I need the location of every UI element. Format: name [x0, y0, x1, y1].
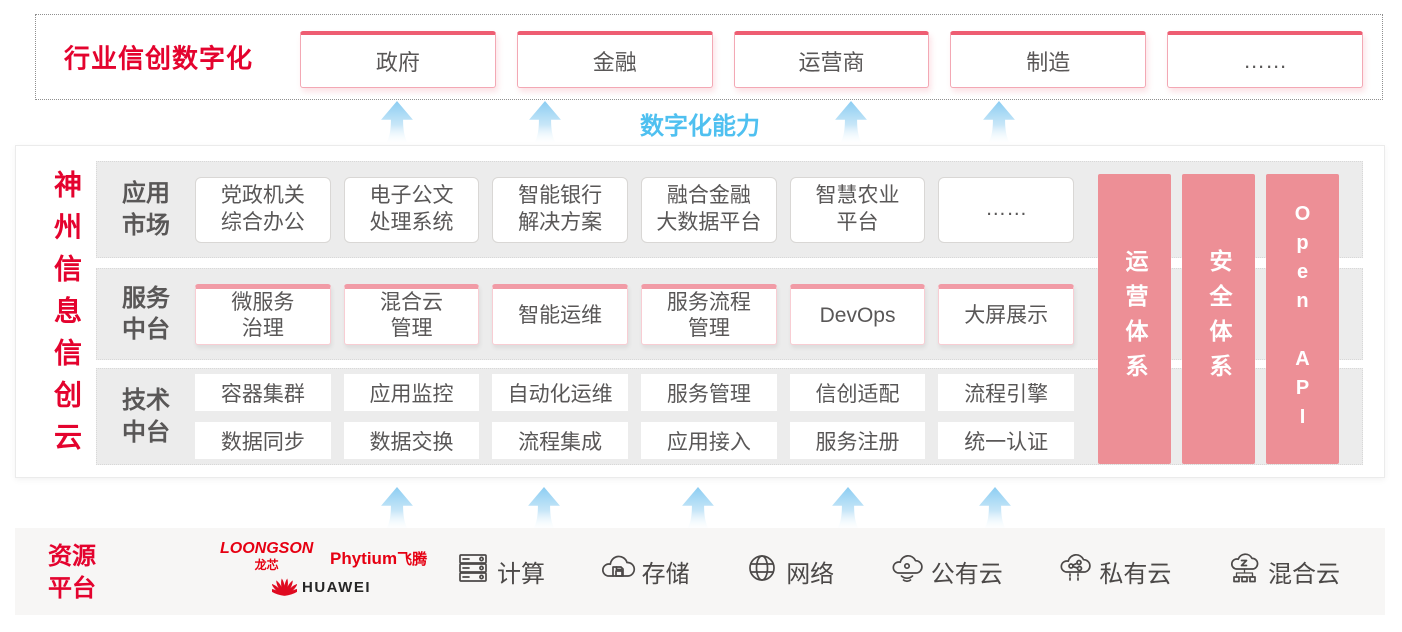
up-arrow	[682, 487, 714, 531]
service-box: DevOps	[789, 283, 926, 345]
up-arrow	[983, 101, 1015, 145]
layer-service-platform: 服务 中台 微服务 治理 混合云 管理 智能运维 服务流程 管理 DevOps …	[96, 268, 1363, 360]
resource-label-hybrid-cloud: 混合云	[1267, 561, 1340, 588]
service-box: 微服务 治理	[195, 283, 331, 345]
loongson-logo: LOONGSON 龙芯	[220, 540, 314, 572]
sector-finance: 金融	[516, 31, 713, 88]
sidebar-open-api: Open API	[1266, 174, 1339, 464]
capability-label: 数字化能力	[640, 113, 760, 140]
tech-box: 容器集群	[195, 374, 331, 411]
resource-compute: 计算	[455, 551, 545, 592]
resource-label-storage: 存储	[641, 561, 690, 588]
sector-manufacturing: 制造	[950, 31, 1147, 88]
up-arrow	[528, 487, 560, 531]
up-arrow	[381, 101, 413, 145]
resource-platform-label: 资源 平台	[48, 543, 96, 603]
layer-label-app-market: 应用 市场	[122, 180, 170, 239]
phytium-logo: Phytium飞腾	[330, 548, 427, 569]
huawei-flower-icon	[272, 578, 297, 596]
tech-box: 信创适配	[789, 374, 926, 411]
app-box: 融合金融 大数据平台	[641, 176, 777, 243]
tech-box: 应用监控	[343, 374, 480, 411]
public-cloud-icon	[889, 551, 925, 592]
resource-storage: 存储	[600, 551, 690, 592]
resource-platform-panel: 资源 平台 LOONGSON 龙芯 Phytium飞腾	[15, 528, 1385, 615]
tech-box: 统一认证	[938, 422, 1075, 459]
tech-box: 流程集成	[492, 422, 629, 459]
resource-private-cloud: 私有云	[1057, 551, 1171, 592]
layer-app-market: 应用 市场 党政机关 综合办公 电子公文 处理系统 智能银行 解决方案 融合金融…	[96, 161, 1363, 258]
vendor-logos: LOONGSON 龙芯 Phytium飞腾	[220, 536, 480, 606]
tech-line-2: 数据同步 数据交换 流程集成 应用接入 服务注册 统一认证	[195, 422, 1075, 459]
resource-label-public-cloud: 公有云	[930, 561, 1003, 588]
sector-strip: 政府 金融 运营商 制造 ……	[300, 31, 1363, 88]
sidebar-security-label: 安全体系	[1206, 249, 1232, 389]
industry-banner-title: 行业信创数字化	[64, 43, 254, 74]
compute-icon	[455, 551, 491, 592]
storage-icon	[600, 551, 636, 592]
platform-vertical-title: 神州信息信创云	[51, 170, 82, 464]
tech-box: 服务管理	[641, 374, 777, 411]
resource-label-private-cloud: 私有云	[1099, 561, 1172, 588]
resource-label-network: 网络	[786, 561, 835, 588]
tech-line-1: 容器集群 应用监控 自动化运维 服务管理 信创适配 流程引擎	[195, 374, 1075, 411]
app-box: 电子公文 处理系统	[343, 176, 480, 243]
tech-box: 应用接入	[641, 422, 777, 459]
industry-banner: 行业信创数字化 政府 金融 运营商 制造 ……	[35, 14, 1383, 100]
hybrid-cloud-icon	[1226, 551, 1262, 592]
resource-hybrid-cloud: 混合云	[1226, 551, 1340, 592]
layer-label-service: 服务 中台	[122, 284, 170, 343]
service-box: 混合云 管理	[343, 283, 480, 345]
up-arrow	[835, 101, 867, 145]
resource-network: 网络	[744, 551, 834, 592]
layer-label-tech: 技术 中台	[122, 387, 170, 446]
up-arrow	[381, 487, 413, 531]
app-box: 党政机关 综合办公	[195, 176, 331, 243]
app-box: 智慧农业 平台	[789, 176, 926, 243]
sector-more: ……	[1167, 31, 1363, 88]
up-arrow	[529, 101, 561, 145]
service-boxes: 微服务 治理 混合云 管理 智能运维 服务流程 管理 DevOps 大屏展示	[195, 283, 1075, 345]
private-cloud-icon	[1057, 551, 1093, 592]
service-box: 智能运维	[492, 283, 629, 345]
up-arrow	[832, 487, 864, 531]
tech-boxes: 容器集群 应用监控 自动化运维 服务管理 信创适配 流程引擎 数据同步 数据交换…	[195, 374, 1075, 459]
up-arrow	[979, 487, 1011, 531]
phytium-sub: 飞腾	[397, 551, 428, 568]
huawei-logo: HUAWEI	[272, 576, 371, 599]
huawei-name: HUAWEI	[302, 579, 371, 596]
app-box: 智能银行 解决方案	[492, 176, 629, 243]
resource-items: 计算 存储 网络	[455, 528, 1340, 615]
service-box: 服务流程 管理	[641, 283, 777, 345]
phytium-name: Phytium	[330, 549, 398, 568]
cloud-platform-panel: 神州信息信创云 应用 市场 党政机关 综合办公 电子公文 处理系统 智能银行 解…	[15, 145, 1385, 478]
sector-operator: 运营商	[733, 31, 930, 88]
sidebar-security-system: 安全体系	[1182, 174, 1255, 464]
tech-box: 数据同步	[195, 422, 331, 459]
tech-box: 自动化运维	[492, 374, 629, 411]
loongson-sub: 龙芯	[254, 558, 279, 572]
tech-box: 服务注册	[789, 422, 926, 459]
sidebar-operation-system: 运营体系	[1098, 174, 1171, 464]
sidebar-openapi-label: Open API	[1291, 203, 1314, 435]
tech-box: 流程引擎	[938, 374, 1075, 411]
layer-tech-platform: 技术 中台 容器集群 应用监控 自动化运维 服务管理 信创适配 流程引擎 数据同…	[96, 368, 1363, 465]
resource-public-cloud: 公有云	[889, 551, 1003, 592]
sidebar-operation-label: 运营体系	[1122, 249, 1148, 389]
sector-government: 政府	[300, 31, 496, 88]
app-box-more: ……	[938, 176, 1075, 243]
service-box: 大屏展示	[938, 283, 1075, 345]
loongson-name: LOONGSON	[220, 540, 314, 557]
resource-label-compute: 计算	[497, 561, 545, 588]
app-market-boxes: 党政机关 综合办公 电子公文 处理系统 智能银行 解决方案 融合金融 大数据平台…	[195, 176, 1075, 243]
network-icon	[744, 551, 780, 592]
tech-box: 数据交换	[343, 422, 480, 459]
